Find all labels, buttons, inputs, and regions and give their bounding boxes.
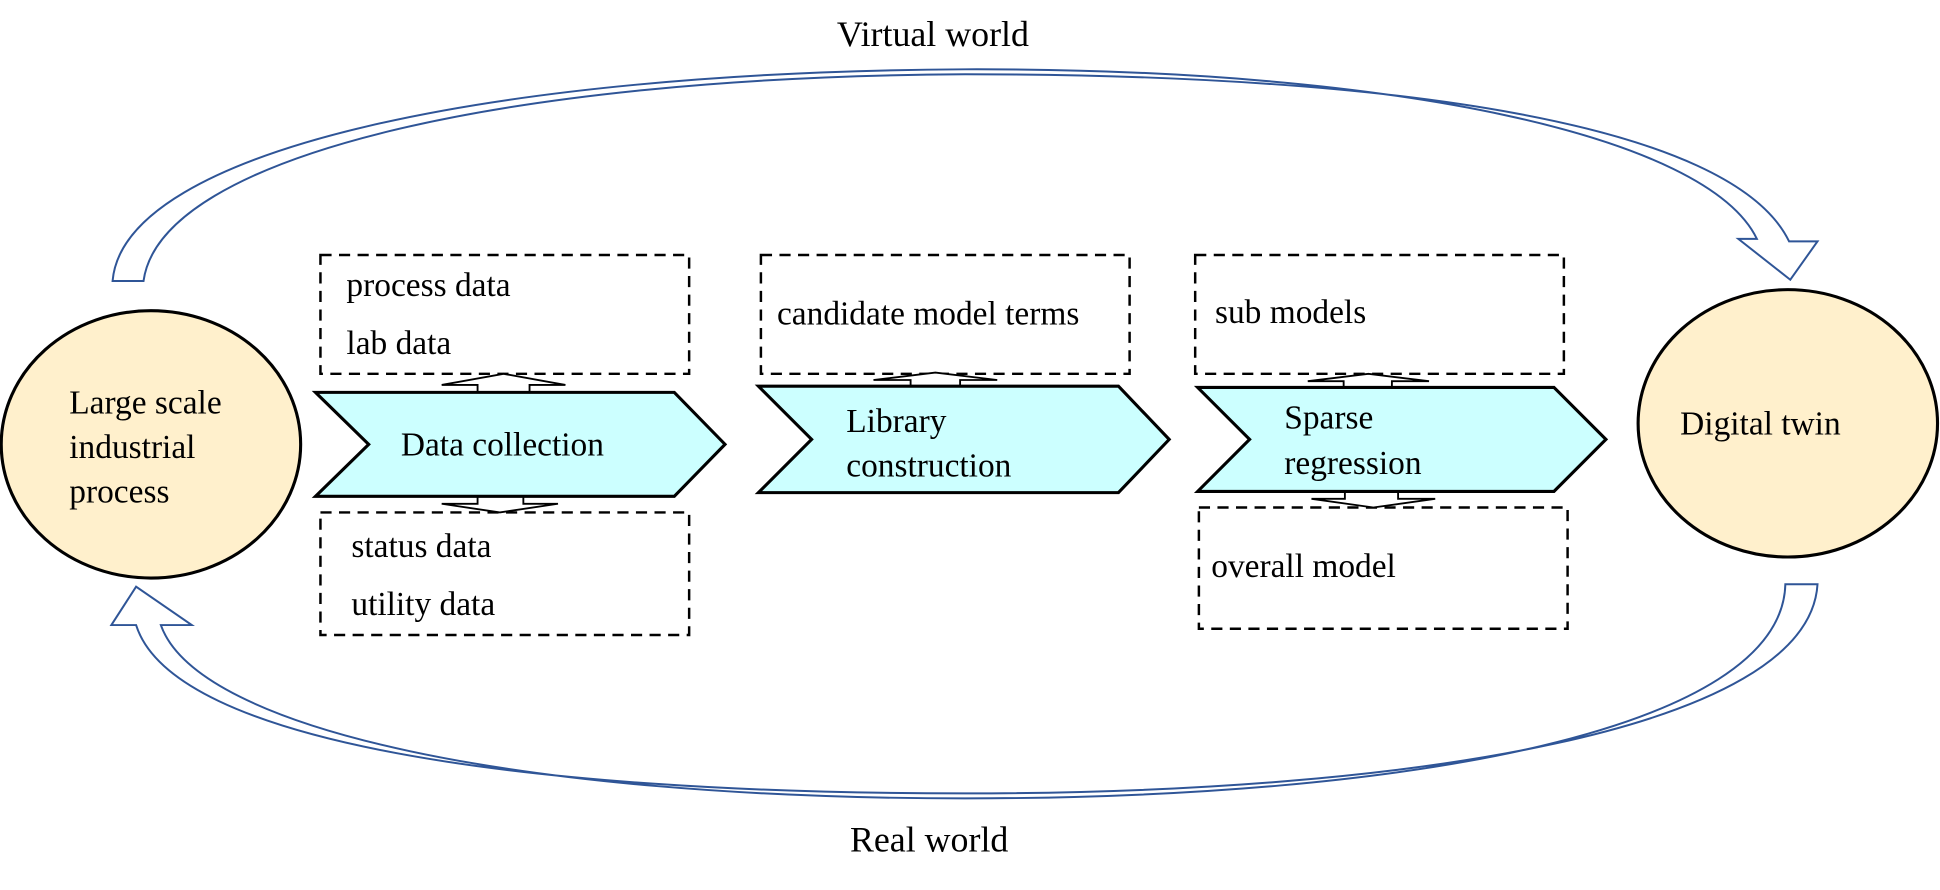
status-data-label: status data bbox=[351, 528, 491, 565]
down-arrow-overall-model bbox=[1311, 490, 1436, 509]
real-world-label: Real world bbox=[850, 820, 1008, 860]
utility-data-label: utility data bbox=[351, 586, 495, 623]
industrial-process-line-3: process bbox=[69, 474, 169, 511]
step-sparse-regression-label: Sparse regression bbox=[1284, 399, 1422, 482]
process-data-label: process data bbox=[346, 267, 510, 304]
digital-twin-label: Digital twin bbox=[1680, 405, 1841, 442]
library-line-2: construction bbox=[846, 448, 1011, 485]
candidate-model-terms-label: candidate model terms bbox=[777, 295, 1079, 332]
up-arrow-sub-models bbox=[1307, 372, 1430, 389]
sparse-line-2: regression bbox=[1284, 445, 1422, 482]
library-line-1: Library bbox=[846, 403, 946, 440]
step-data-collection bbox=[311, 390, 728, 498]
step-sparse-regression bbox=[1193, 385, 1609, 493]
sub-models-label: sub models bbox=[1215, 294, 1366, 331]
step-library-construction bbox=[754, 384, 1172, 495]
digital-twin-node bbox=[1636, 288, 1940, 559]
data-collection-bottom-box-text: status data utility data bbox=[351, 528, 499, 623]
overall-model-label: overall model bbox=[1211, 548, 1396, 585]
down-arrow-status-data bbox=[441, 495, 559, 514]
industrial-process-label: Large scale industrial process bbox=[69, 384, 230, 510]
sparse-top-box bbox=[1193, 253, 1566, 376]
data-collection-top-box-text: process data lab data bbox=[346, 267, 519, 362]
step-data-collection-label: Data collection bbox=[401, 426, 604, 463]
step-library-construction-label: Library construction bbox=[846, 403, 1011, 485]
industrial-process-line-2: industrial bbox=[69, 429, 195, 466]
up-arrow-process-data bbox=[441, 372, 566, 394]
lab-data-label: lab data bbox=[346, 325, 451, 362]
sparse-bottom-box bbox=[1197, 506, 1569, 631]
real-world-loop-arrow bbox=[109, 583, 1819, 800]
virtual-world-loop-arrow bbox=[111, 68, 1820, 282]
virtual-world-label: Virtual world bbox=[837, 14, 1029, 54]
industrial-process-node bbox=[0, 309, 303, 580]
data-collection-bottom-box bbox=[319, 511, 691, 637]
sparse-line-1: Sparse bbox=[1284, 399, 1373, 436]
industrial-process-line-1: Large scale bbox=[69, 384, 221, 421]
